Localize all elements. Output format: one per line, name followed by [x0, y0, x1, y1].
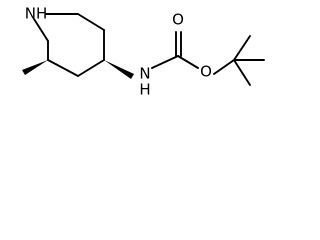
- bond-tbu-methyl-top: [233, 35, 251, 61]
- wedge-bond-amide-n: [104, 60, 134, 79]
- ring-nitrogen-label: NH: [25, 5, 48, 23]
- bond-nh-c2: [33, 18, 49, 42]
- bond-c6-c5: [77, 13, 105, 31]
- bond-c3-c2: [47, 59, 79, 77]
- bond-ester-o-tbu: [213, 59, 235, 75]
- ester-oxygen-label: O: [200, 63, 212, 81]
- amide-nitrogen-label: N: [139, 65, 150, 83]
- amide-hydrogen-label: H: [139, 81, 150, 99]
- carbonyl-oxygen-label: O: [172, 11, 184, 29]
- bond-c4-c3: [77, 59, 105, 77]
- bond-n-carbonyl-c: [151, 55, 179, 69]
- wedge-bond-methyl: [22, 60, 48, 75]
- bond-tbu-methyl-bottom: [233, 59, 251, 86]
- molecule-canvas: NH N H O O: [0, 0, 286, 104]
- structure-diagram: NH N H O O: [22, 5, 265, 99]
- bond-carbonyl-ester-o: [177, 55, 199, 69]
